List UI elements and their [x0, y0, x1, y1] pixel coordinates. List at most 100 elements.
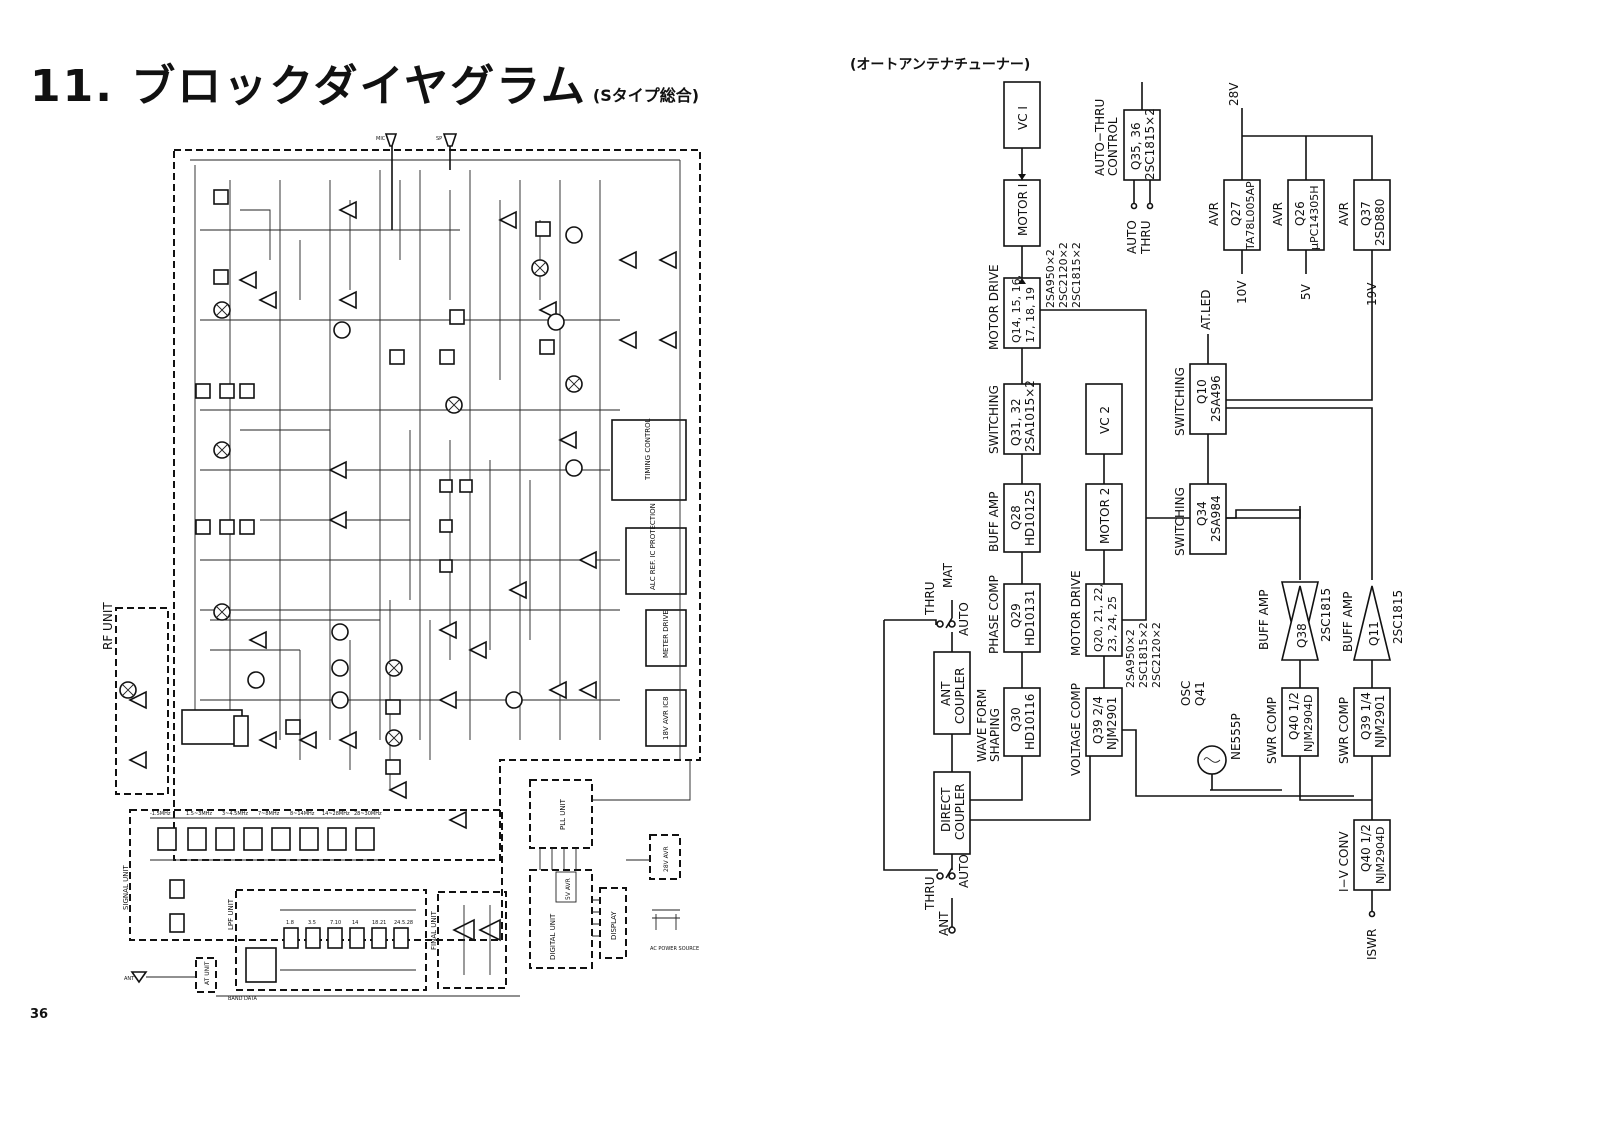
- svg-text:HD10131: HD10131: [1023, 590, 1037, 646]
- svg-text:10V: 10V: [1235, 280, 1249, 304]
- svg-text:Q29: Q29: [1009, 603, 1023, 628]
- svg-text:2SC2120×2: 2SC2120×2: [1150, 622, 1163, 688]
- lpf-band-2: 7.10: [330, 920, 341, 926]
- svg-text:MOTOR 2: MOTOR 2: [1098, 488, 1112, 544]
- avr28-frame: [649, 834, 681, 880]
- svg-text:Q35, 36: Q35, 36: [1129, 122, 1143, 170]
- switch-contact-bottom: [948, 872, 956, 880]
- svg-text:Q31, 32: Q31, 32: [1009, 398, 1023, 446]
- q28-block: Q28 HD10125 BUFF AMP: [987, 483, 1041, 553]
- bpf-band-4: 8~14MHz: [290, 811, 315, 817]
- auto-bottom-label: AUTO: [957, 854, 971, 888]
- vc2-block: VC 2: [1085, 383, 1123, 455]
- motor-drive2-block: Q20, 21, 22, 23, 24, 25 MOTOR DRIVE 2SA9…: [1069, 570, 1163, 688]
- alc-protection-label: ALC REF. IC PROTECTION: [649, 503, 657, 590]
- motor2-block: MOTOR 2: [1085, 483, 1123, 551]
- svg-text:COUPLER: COUPLER: [953, 668, 967, 724]
- at-unit-frame: [195, 957, 217, 993]
- svg-text:23, 24, 25: 23, 24, 25: [1106, 596, 1119, 652]
- avr18-box: [645, 689, 687, 747]
- svg-text:2SA496: 2SA496: [1209, 375, 1223, 422]
- bpf-band-3: 7~8MHz: [258, 811, 280, 817]
- svg-text:BUFF AMP: BUFF AMP: [1257, 590, 1271, 650]
- svg-text:2SC1815×2: 2SC1815×2: [1070, 242, 1083, 308]
- bpf-band-1: 1.5~3MHz: [186, 811, 212, 817]
- svg-text:2SA1015×2: 2SA1015×2: [1023, 380, 1037, 452]
- direct-coupler-block: DIRECT COUPLER: [933, 771, 971, 855]
- internal-wiring: [190, 159, 681, 790]
- page-number: 36: [30, 1007, 49, 1022]
- antenna-icon: [130, 971, 148, 984]
- final-wires: [463, 905, 491, 975]
- svg-text:5V: 5V: [1299, 283, 1313, 300]
- svg-text:Q34: Q34: [1195, 501, 1209, 526]
- lpf-band-5: 24.5.28: [394, 920, 413, 926]
- svg-text:Q27: Q27: [1229, 201, 1243, 226]
- title-subtitle: (Sタイプ総合): [592, 86, 700, 105]
- q34-block: Q34 2SA984 SWITCHING: [1173, 483, 1227, 556]
- q38-amp: Q38 BUFF AMP 2SC1815: [1257, 581, 1333, 661]
- q39a-block: Q39 2/4 NJM2901 VOLTAGE COMP: [1069, 683, 1123, 776]
- svg-text:SWR COMP: SWR COMP: [1265, 697, 1279, 764]
- lpf-band-3: 14: [352, 920, 358, 926]
- svg-text:MOTOR I: MOTOR I: [1016, 184, 1030, 236]
- q11-amp: Q11 BUFF AMP 2SC1815: [1341, 585, 1405, 661]
- svg-text:BUFF AMP: BUFF AMP: [1341, 592, 1355, 652]
- signal-unit-label: SIGNAL UNIT: [122, 864, 130, 910]
- final-unit-label: FINAL UNIT: [430, 910, 438, 950]
- att-box: [169, 913, 185, 933]
- thru-top-label: THRU: [923, 582, 937, 616]
- q39b-block: Q39 1/4 NJM2901 SWR COMP: [1337, 687, 1391, 764]
- svg-text:2SA984: 2SA984: [1209, 495, 1223, 542]
- arrow: [1018, 174, 1026, 180]
- lpf-unit-label: LPF UNIT: [227, 898, 235, 930]
- q26-block: Q26 μPC14305H AVR 5V: [1271, 179, 1325, 300]
- switching-wires: [1207, 334, 1373, 580]
- svg-text:Q37: Q37: [1359, 201, 1373, 226]
- svg-text:SHAPING: SHAPING: [988, 708, 1002, 762]
- switch-contact-top: [948, 620, 956, 628]
- svg-text:AVR: AVR: [1337, 202, 1351, 226]
- svg-text:μPC14305H: μPC14305H: [1308, 185, 1321, 250]
- alc-protection-box: [625, 527, 687, 595]
- display-frame: [599, 887, 627, 959]
- svg-text:SWR COMP: SWR COMP: [1337, 697, 1351, 764]
- svg-text:Q20, 21, 22,: Q20, 21, 22,: [1092, 584, 1105, 652]
- motor1-block: MOTOR I: [1003, 179, 1041, 247]
- switching1-block: Q31, 32 2SA1015×2 SWITCHING: [987, 380, 1041, 455]
- digital-unit-label: DIGITAL UNIT: [549, 913, 557, 960]
- svg-text:VOLTAGE COMP: VOLTAGE COMP: [1069, 683, 1083, 776]
- q27-block: Q27 TA78L005AP AVR 10V: [1207, 179, 1261, 304]
- timing-control-label: TIMING CONTROL: [644, 418, 652, 481]
- timing-control-box: [611, 419, 687, 501]
- q30-block: Q30 HD10116 WAVE FORM SHAPING: [975, 687, 1041, 762]
- svg-text:2SC1815×2: 2SC1815×2: [1143, 108, 1157, 180]
- svg-text:Q10: Q10: [1195, 379, 1209, 404]
- q40a-block: Q40 1/2 NJM2904D SWR COMP: [1265, 687, 1319, 764]
- amp-wires: [1299, 660, 1373, 688]
- bpf-band-0: -1.5MHz: [150, 811, 171, 817]
- svg-text:HD10116: HD10116: [1023, 694, 1037, 750]
- lpf-band-1: 3.5: [308, 920, 316, 926]
- q3536-wires: [1133, 82, 1151, 204]
- vc1-block: VC I: [1003, 81, 1041, 149]
- svg-text:I−V CONV: I−V CONV: [1337, 831, 1351, 892]
- iswr-label: ISWR: [1365, 929, 1379, 960]
- mic-sp-wires: [391, 146, 451, 230]
- svg-text:WAVE FORM: WAVE FORM: [975, 689, 989, 762]
- meter-drive-label: METER DRIVE: [662, 610, 670, 658]
- transformer-icon: [652, 909, 680, 930]
- svg-text:ANT: ANT: [939, 681, 953, 706]
- ant-label-right: ANT: [937, 911, 951, 936]
- oscillator-symbols: [247, 226, 583, 709]
- svg-text:NJM2904D: NJM2904D: [1302, 695, 1315, 752]
- ant-coupler-block: ANT COUPLER: [933, 651, 971, 735]
- svg-text:PHASE COMP: PHASE COMP: [987, 575, 1001, 654]
- motor-drive1-block: Q14, 15, 16, 17, 18, 19 MOTOR DRIVE 2SA9…: [987, 242, 1083, 350]
- ant-label: ANT: [124, 976, 135, 982]
- lpf-band-filters: 1.8 3.5 7.10 14 18.21 24.5.28: [245, 909, 416, 983]
- bpf-band-2: 3~4.5MHz: [222, 811, 248, 817]
- svg-text:TA78L005AP: TA78L005AP: [1244, 181, 1257, 251]
- svg-text:Q40 1/2: Q40 1/2: [1287, 692, 1301, 740]
